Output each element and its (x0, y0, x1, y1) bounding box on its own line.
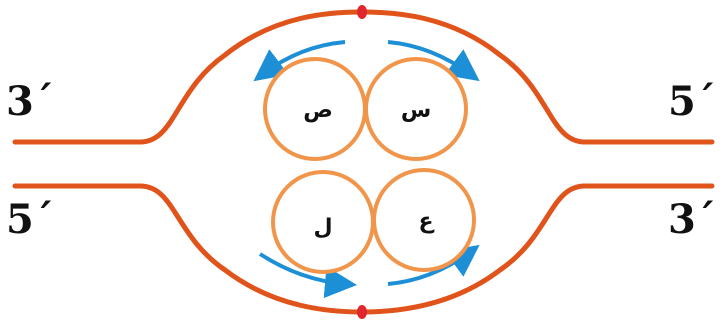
origin-dot-top (357, 5, 367, 19)
origin-dot-bottom (357, 305, 367, 319)
circle-bottom-right-label: ع (418, 209, 434, 234)
strand-end-top-left: 3´ (6, 82, 54, 122)
strand-end-bottom-right: 3´ (668, 200, 716, 240)
strand-end-bottom-left: 5´ (6, 200, 54, 240)
circle-bottom-left-label: ل (313, 215, 332, 240)
strand-end-top-right: 5´ (668, 82, 716, 122)
circle-top-right-label: س (401, 98, 431, 123)
circle-top-left-label: ص (303, 98, 333, 123)
